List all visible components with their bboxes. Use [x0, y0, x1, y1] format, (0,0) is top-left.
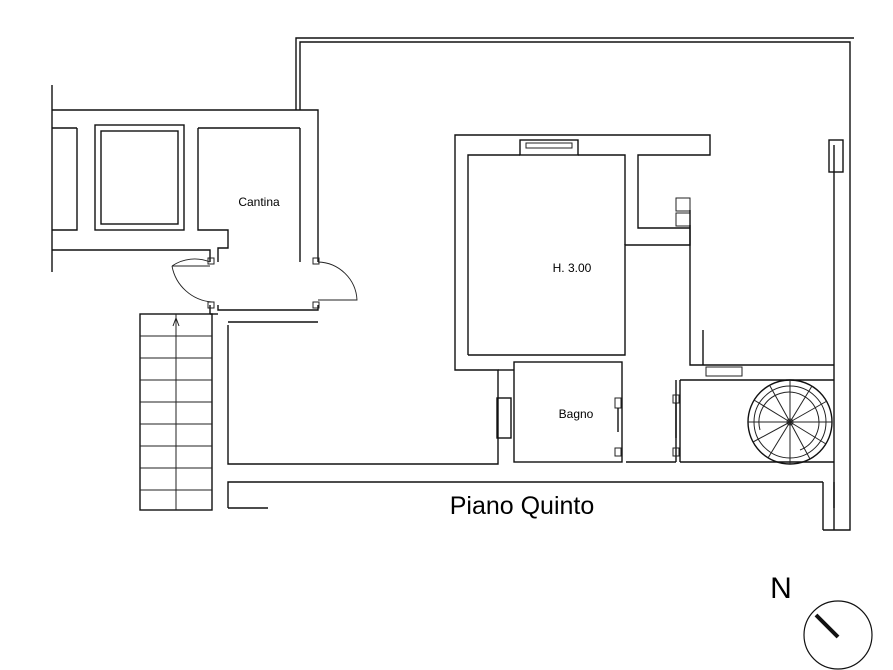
room-label-cantina: Cantina [238, 195, 280, 209]
north-label: N [770, 572, 792, 605]
compass-circle [803, 600, 873, 670]
spiral-staircase [747, 379, 833, 465]
north-arrow: N [770, 572, 873, 670]
staircase [139, 313, 213, 511]
floor-title: Piano Quinto [450, 492, 595, 520]
room-label-height: H. 3.00 [553, 261, 592, 275]
cantina-block [51, 85, 578, 465]
bathroom [496, 361, 834, 463]
outer-walls [227, 37, 854, 531]
room-label-bagno: Bagno [559, 407, 594, 421]
main-room [467, 134, 834, 377]
compass-needle [814, 613, 840, 639]
